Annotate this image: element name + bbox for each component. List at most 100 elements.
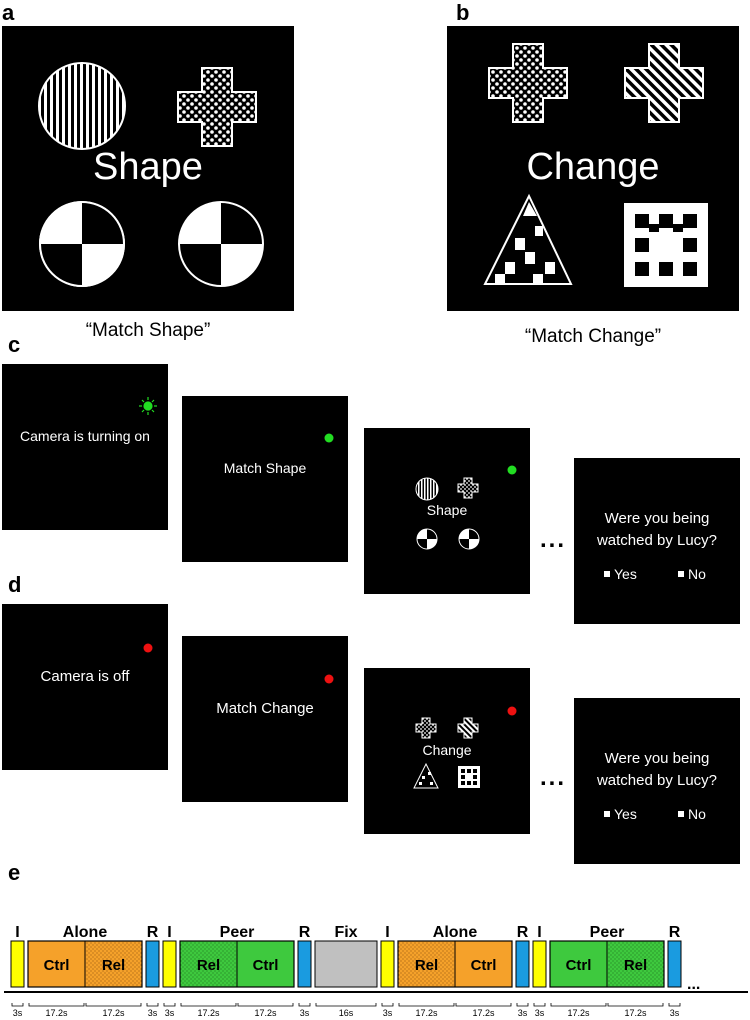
no-option[interactable]: No (678, 806, 706, 822)
quartered-circle-icon (458, 528, 480, 550)
duration-label: 17.2s (415, 1008, 438, 1018)
no-option[interactable]: No (678, 566, 706, 582)
duration-label: 3s (13, 1008, 23, 1018)
checkered-cross-icon (457, 477, 479, 499)
stimulus-screen-shape: Shape (2, 26, 294, 311)
checkered-cross-icon (488, 43, 568, 123)
camera-off-screen: Camera is off (2, 604, 168, 770)
duration-bracket: 17.2s (237, 1003, 294, 1018)
checkbox-icon[interactable] (604, 571, 610, 578)
block-label: Peer (590, 924, 625, 941)
duration-label: 3s (148, 1008, 158, 1018)
striped-circle-icon (38, 62, 126, 150)
duration-bracket: 16s (315, 1003, 377, 1018)
striped-circle-icon (415, 477, 439, 501)
sub-block-label: Ctrl (471, 957, 497, 974)
panel-letter-c: c (8, 332, 21, 357)
duration-bracket: 17.2s (28, 1003, 85, 1018)
shape-trial-word: Shape (426, 502, 468, 518)
duration-label: 17.2s (624, 1008, 647, 1018)
checkbox-icon[interactable] (678, 571, 684, 578)
rating-block: R (297, 924, 312, 988)
shape-word: Shape (93, 146, 203, 188)
yes-option[interactable]: Yes (604, 566, 637, 582)
duration-bracket: 3s (146, 1003, 159, 1018)
ellipsis: ... (540, 764, 567, 791)
question-line-2: watched by Lucy? (596, 772, 718, 789)
duration-bracket: 3s (668, 1003, 681, 1018)
quartered-circle-icon (39, 201, 125, 287)
duration-bracket: 17.2s (550, 1003, 607, 1018)
question-line-1: Were you being (604, 750, 710, 767)
rating-block: R (145, 924, 160, 988)
question-screen: Were you being watched by Lucy? Yes No (574, 698, 740, 864)
duration-label: 17.2s (197, 1008, 220, 1018)
fixation-block: Fix (314, 924, 378, 988)
duration-bracket: 3s (11, 1003, 24, 1018)
panel-letter-e: e (8, 860, 21, 885)
block-label: R (299, 924, 311, 941)
duration-label: 3s (670, 1008, 680, 1018)
question-line-1: Were you being (604, 510, 710, 527)
duration-bracket: 3s (163, 1003, 176, 1018)
rating-block: R (667, 924, 682, 988)
checkbox-icon[interactable] (678, 811, 684, 818)
sub-block-label: Rel (197, 957, 220, 974)
instruction-block: I (162, 924, 177, 988)
ellipsis: ... (540, 526, 567, 553)
block-label: I (167, 924, 171, 941)
match-change-text: Match Change (216, 700, 314, 717)
shape-trial-screen: Shape (364, 428, 530, 594)
shape-trial-stimuli (415, 465, 517, 550)
duration-label: 3s (165, 1008, 175, 1018)
camera-on-screen: Camera is turning on (2, 364, 168, 530)
patched-triangle-icon (413, 762, 439, 789)
camera-off-text: Camera is off (40, 668, 130, 685)
duration-bracket: 17.2s (85, 1003, 142, 1018)
panel-letter-b: b (456, 0, 470, 25)
caption-match-change: “Match Change” (524, 326, 662, 347)
change-trial-stimuli (413, 706, 517, 789)
block-label: Fix (334, 924, 357, 941)
block-label: I (15, 924, 19, 941)
duration-label: 17.2s (254, 1008, 277, 1018)
panel-letter-d: d (8, 572, 22, 597)
sub-block-label: Rel (415, 957, 438, 974)
question-screen: Were you being watched by Lucy? Yes No (574, 458, 740, 624)
striped-cross-icon (624, 43, 704, 123)
duration-label: 3s (300, 1008, 310, 1018)
block-label: Alone (63, 924, 108, 941)
no-label: No (688, 566, 706, 582)
yes-label: Yes (614, 806, 637, 822)
shape-stimuli (38, 62, 264, 287)
block-label: R (147, 924, 159, 941)
patched-triangle-icon (483, 193, 573, 285)
change-trial-word: Change (422, 742, 472, 758)
sub-block-label: Ctrl (44, 957, 70, 974)
block-label: Alone (433, 924, 478, 941)
quartered-circle-icon (178, 201, 264, 287)
duration-label: 3s (535, 1008, 545, 1018)
match-shape-text: Match Shape (223, 460, 307, 476)
duration-bracket: 3s (516, 1003, 529, 1018)
task-block-alone: Rel Ctrl Alone (397, 924, 513, 988)
quartered-circle-icon (416, 528, 438, 550)
duration-bracket: 17.2s (180, 1003, 237, 1018)
checkered-cross-icon (177, 67, 257, 147)
instruction-block: I (10, 924, 25, 988)
camera-light-icon (507, 465, 517, 475)
camera-light-off-icon (143, 643, 153, 653)
block-label: I (537, 924, 541, 941)
yes-option[interactable]: Yes (604, 806, 637, 822)
camera-on-text: Camera is turning on (20, 428, 150, 444)
yes-label: Yes (614, 566, 637, 582)
timeline-ellipsis: ... (687, 976, 700, 993)
checkered-cross-icon (415, 717, 437, 739)
duration-label: 3s (383, 1008, 393, 1018)
checkbox-icon[interactable] (604, 811, 610, 818)
sub-block-label: Ctrl (253, 957, 279, 974)
duration-bracket: 3s (298, 1003, 311, 1018)
